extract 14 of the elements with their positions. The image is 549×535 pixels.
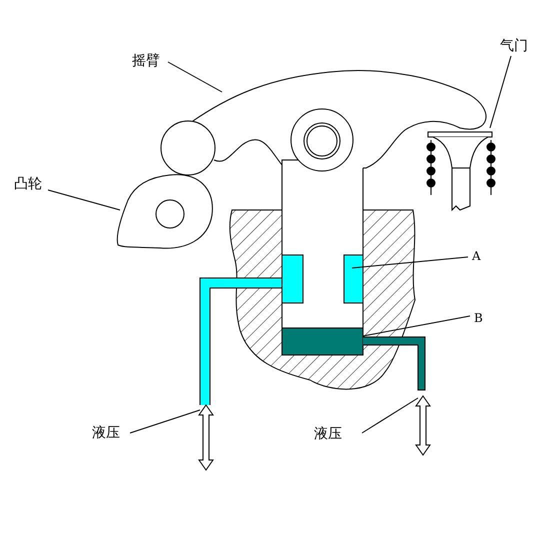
leader-line bbox=[362, 398, 418, 434]
leader-line bbox=[352, 256, 468, 268]
part-label: 摇臂 bbox=[132, 53, 160, 69]
part-label: 气门 bbox=[500, 38, 528, 54]
part-label: 凸轮 bbox=[14, 176, 42, 192]
leader-line bbox=[48, 190, 120, 210]
part-label: 液压 bbox=[92, 425, 120, 441]
leader-line bbox=[130, 410, 200, 434]
leader-line bbox=[168, 62, 222, 92]
leader-line bbox=[362, 316, 470, 336]
part-label: B bbox=[474, 310, 483, 326]
part-label: 液压 bbox=[314, 426, 342, 442]
part-label: A bbox=[472, 248, 481, 264]
leader-line bbox=[490, 56, 512, 128]
